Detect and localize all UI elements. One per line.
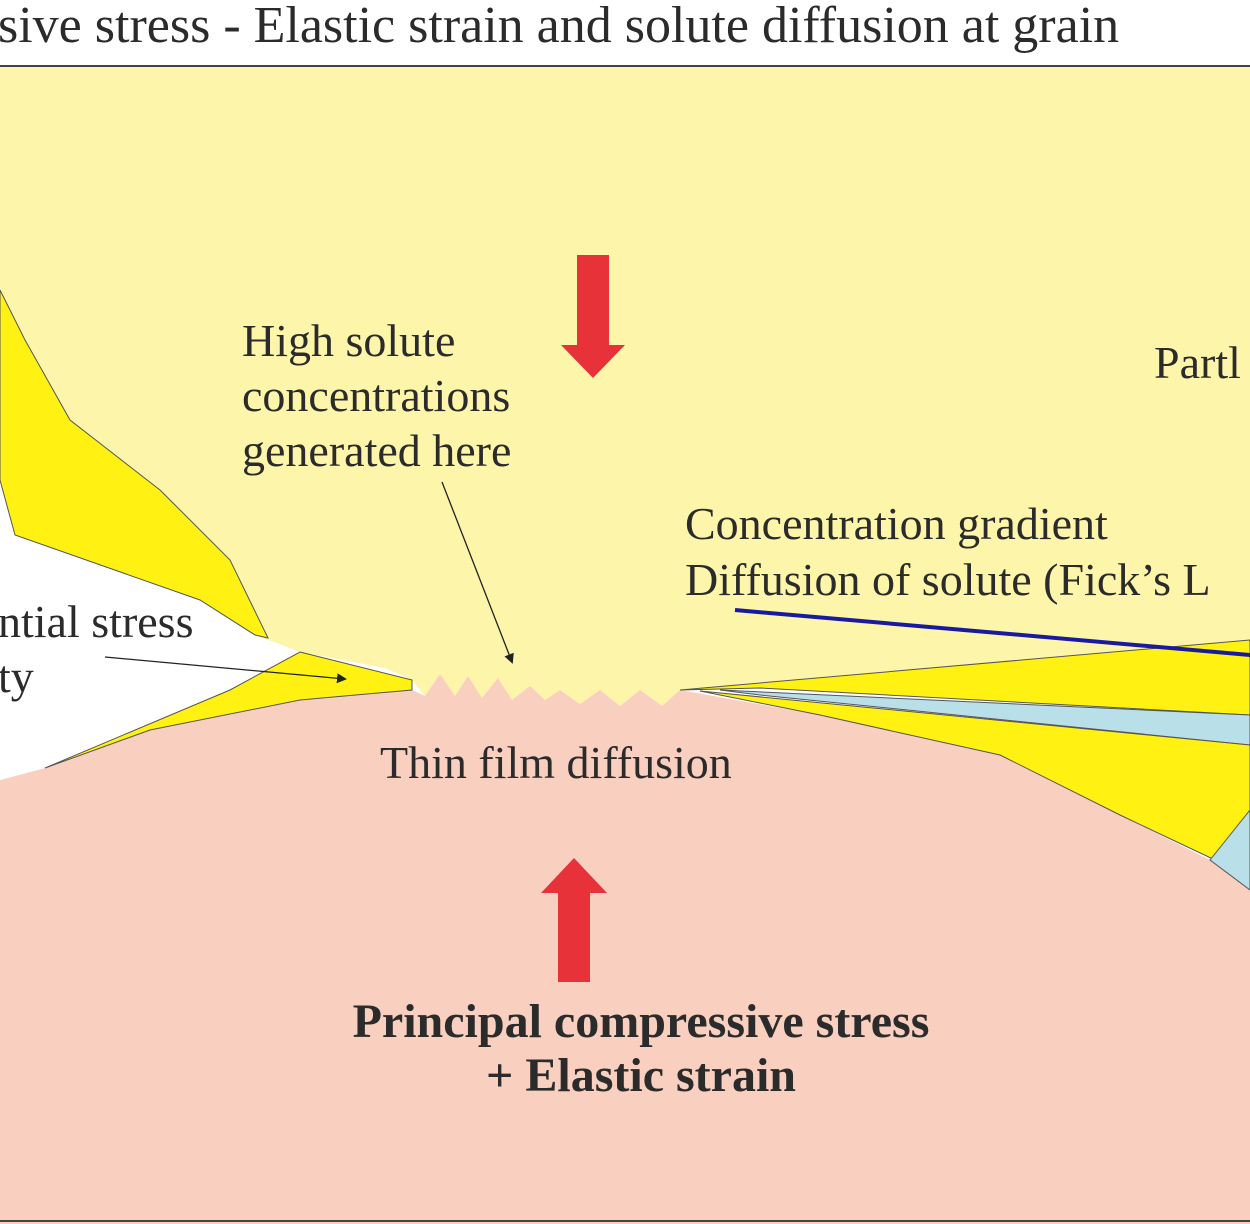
upper-grain	[0, 66, 1250, 706]
downward-stress-arrow	[561, 255, 625, 378]
diagram-title: sive stress - Elastic strain and solute …	[0, 0, 1119, 54]
right-overgrowth-lower	[699, 690, 1250, 861]
high-solute-label-1: High solute	[242, 315, 455, 366]
left-pore	[0, 480, 300, 780]
thin-film-label: Thin film diffusion	[380, 737, 732, 788]
stress-label-2: ty	[0, 651, 34, 702]
stress-label-1: ntial stress	[0, 596, 193, 647]
high-solute-label-3: generated here	[242, 425, 511, 476]
principal-stress-label: Principal compressive stress	[353, 995, 930, 1048]
elastic-strain-label: + Elastic strain	[486, 1049, 796, 1102]
stress-pointer	[104, 656, 347, 684]
high-solute-pointer	[441, 481, 514, 664]
gradient-label-2: Diffusion of solute (Fick’s L	[685, 554, 1211, 605]
gradient-line	[734, 608, 1250, 657]
right-overgrowth-upper	[679, 639, 1250, 716]
lower-grain	[0, 674, 1250, 1224]
left-overgrowth-upper	[0, 289, 269, 639]
gradient-label-1: Concentration gradient	[685, 498, 1108, 549]
right-pore-fluid	[1209, 809, 1250, 891]
right-pore-fluid-thin	[719, 689, 1250, 746]
left-overgrowth-lower	[44, 651, 413, 769]
partly-label: Partl	[1154, 337, 1241, 388]
upward-stress-arrow	[541, 858, 607, 982]
high-solute-label-2: concentrations	[242, 370, 510, 421]
